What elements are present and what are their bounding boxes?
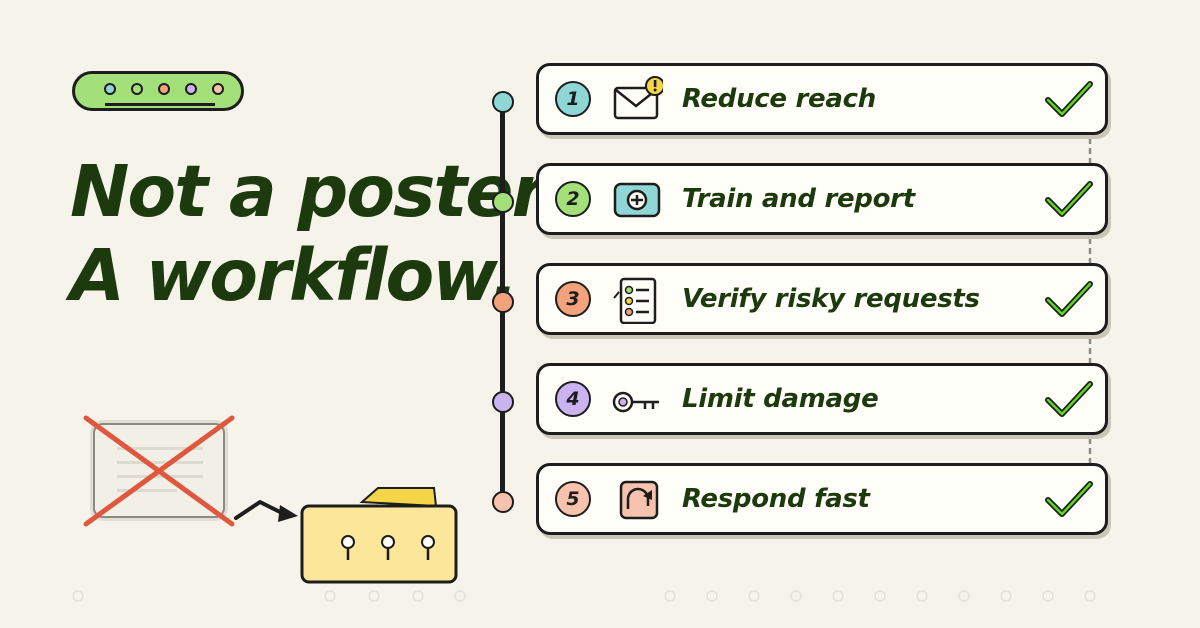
- step-card-3[interactable]: 3 Verify risky requests: [536, 263, 1108, 335]
- progress-dot: [185, 83, 197, 95]
- progress-dot: [212, 83, 224, 95]
- check-icon: [1045, 81, 1093, 117]
- step-label: Train and report: [682, 184, 915, 214]
- card-connector: [1088, 338, 1092, 364]
- progress-dot: [131, 83, 143, 95]
- timeline-node: [492, 491, 514, 513]
- timeline-node: [492, 91, 514, 113]
- cross-out-icon: [83, 415, 235, 527]
- text-line: [117, 475, 203, 478]
- report-button-icon: [613, 182, 661, 218]
- step-card-4[interactable]: 4 Limit damage: [536, 363, 1108, 435]
- step-card-2[interactable]: 2 Train and report: [536, 163, 1108, 235]
- title-line-1: Not a poster.: [70, 150, 561, 233]
- step-number-badge: 5: [555, 481, 591, 517]
- check-icon: [1045, 481, 1093, 517]
- decorative-dots: [72, 590, 1096, 602]
- step-card-1[interactable]: 1 Reduce reach: [536, 63, 1108, 135]
- folder-icon: [300, 487, 458, 584]
- card-connector: [1088, 438, 1092, 464]
- text-line: [117, 447, 203, 450]
- text-line: [117, 489, 177, 492]
- timeline-node: [492, 291, 514, 313]
- timeline-node: [492, 391, 514, 413]
- progress-dot: [158, 83, 170, 95]
- step-label: Reduce reach: [682, 84, 876, 114]
- card-connector: [1088, 238, 1092, 264]
- progress-pill: [72, 71, 244, 111]
- progress-dot: [104, 83, 116, 95]
- check-icon: [1045, 381, 1093, 417]
- check-icon: [1045, 181, 1093, 217]
- step-card-5[interactable]: 5 Respond fast: [536, 463, 1108, 535]
- card-connector: [1088, 138, 1092, 164]
- step-number-badge: 4: [555, 381, 591, 417]
- text-line: [117, 461, 203, 464]
- timeline-node: [492, 191, 514, 213]
- respond-arrow-icon: [619, 480, 659, 520]
- page-title: Not a poster. A workflow.: [70, 150, 561, 318]
- step-label: Verify risky requests: [682, 284, 980, 314]
- title-line-2: A workflow.: [70, 234, 518, 317]
- step-number-badge: 1: [555, 81, 591, 117]
- step-number-badge: 3: [555, 281, 591, 317]
- envelope-alert-icon: [613, 76, 663, 120]
- arrow-right-icon: [234, 500, 298, 522]
- step-number-badge: 2: [555, 181, 591, 217]
- step-label: Respond fast: [682, 484, 870, 514]
- step-label: Limit damage: [682, 384, 879, 414]
- checklist-icon: [613, 277, 657, 324]
- progress-underline: [105, 103, 215, 106]
- check-icon: [1045, 281, 1093, 317]
- key-icon: [612, 391, 659, 413]
